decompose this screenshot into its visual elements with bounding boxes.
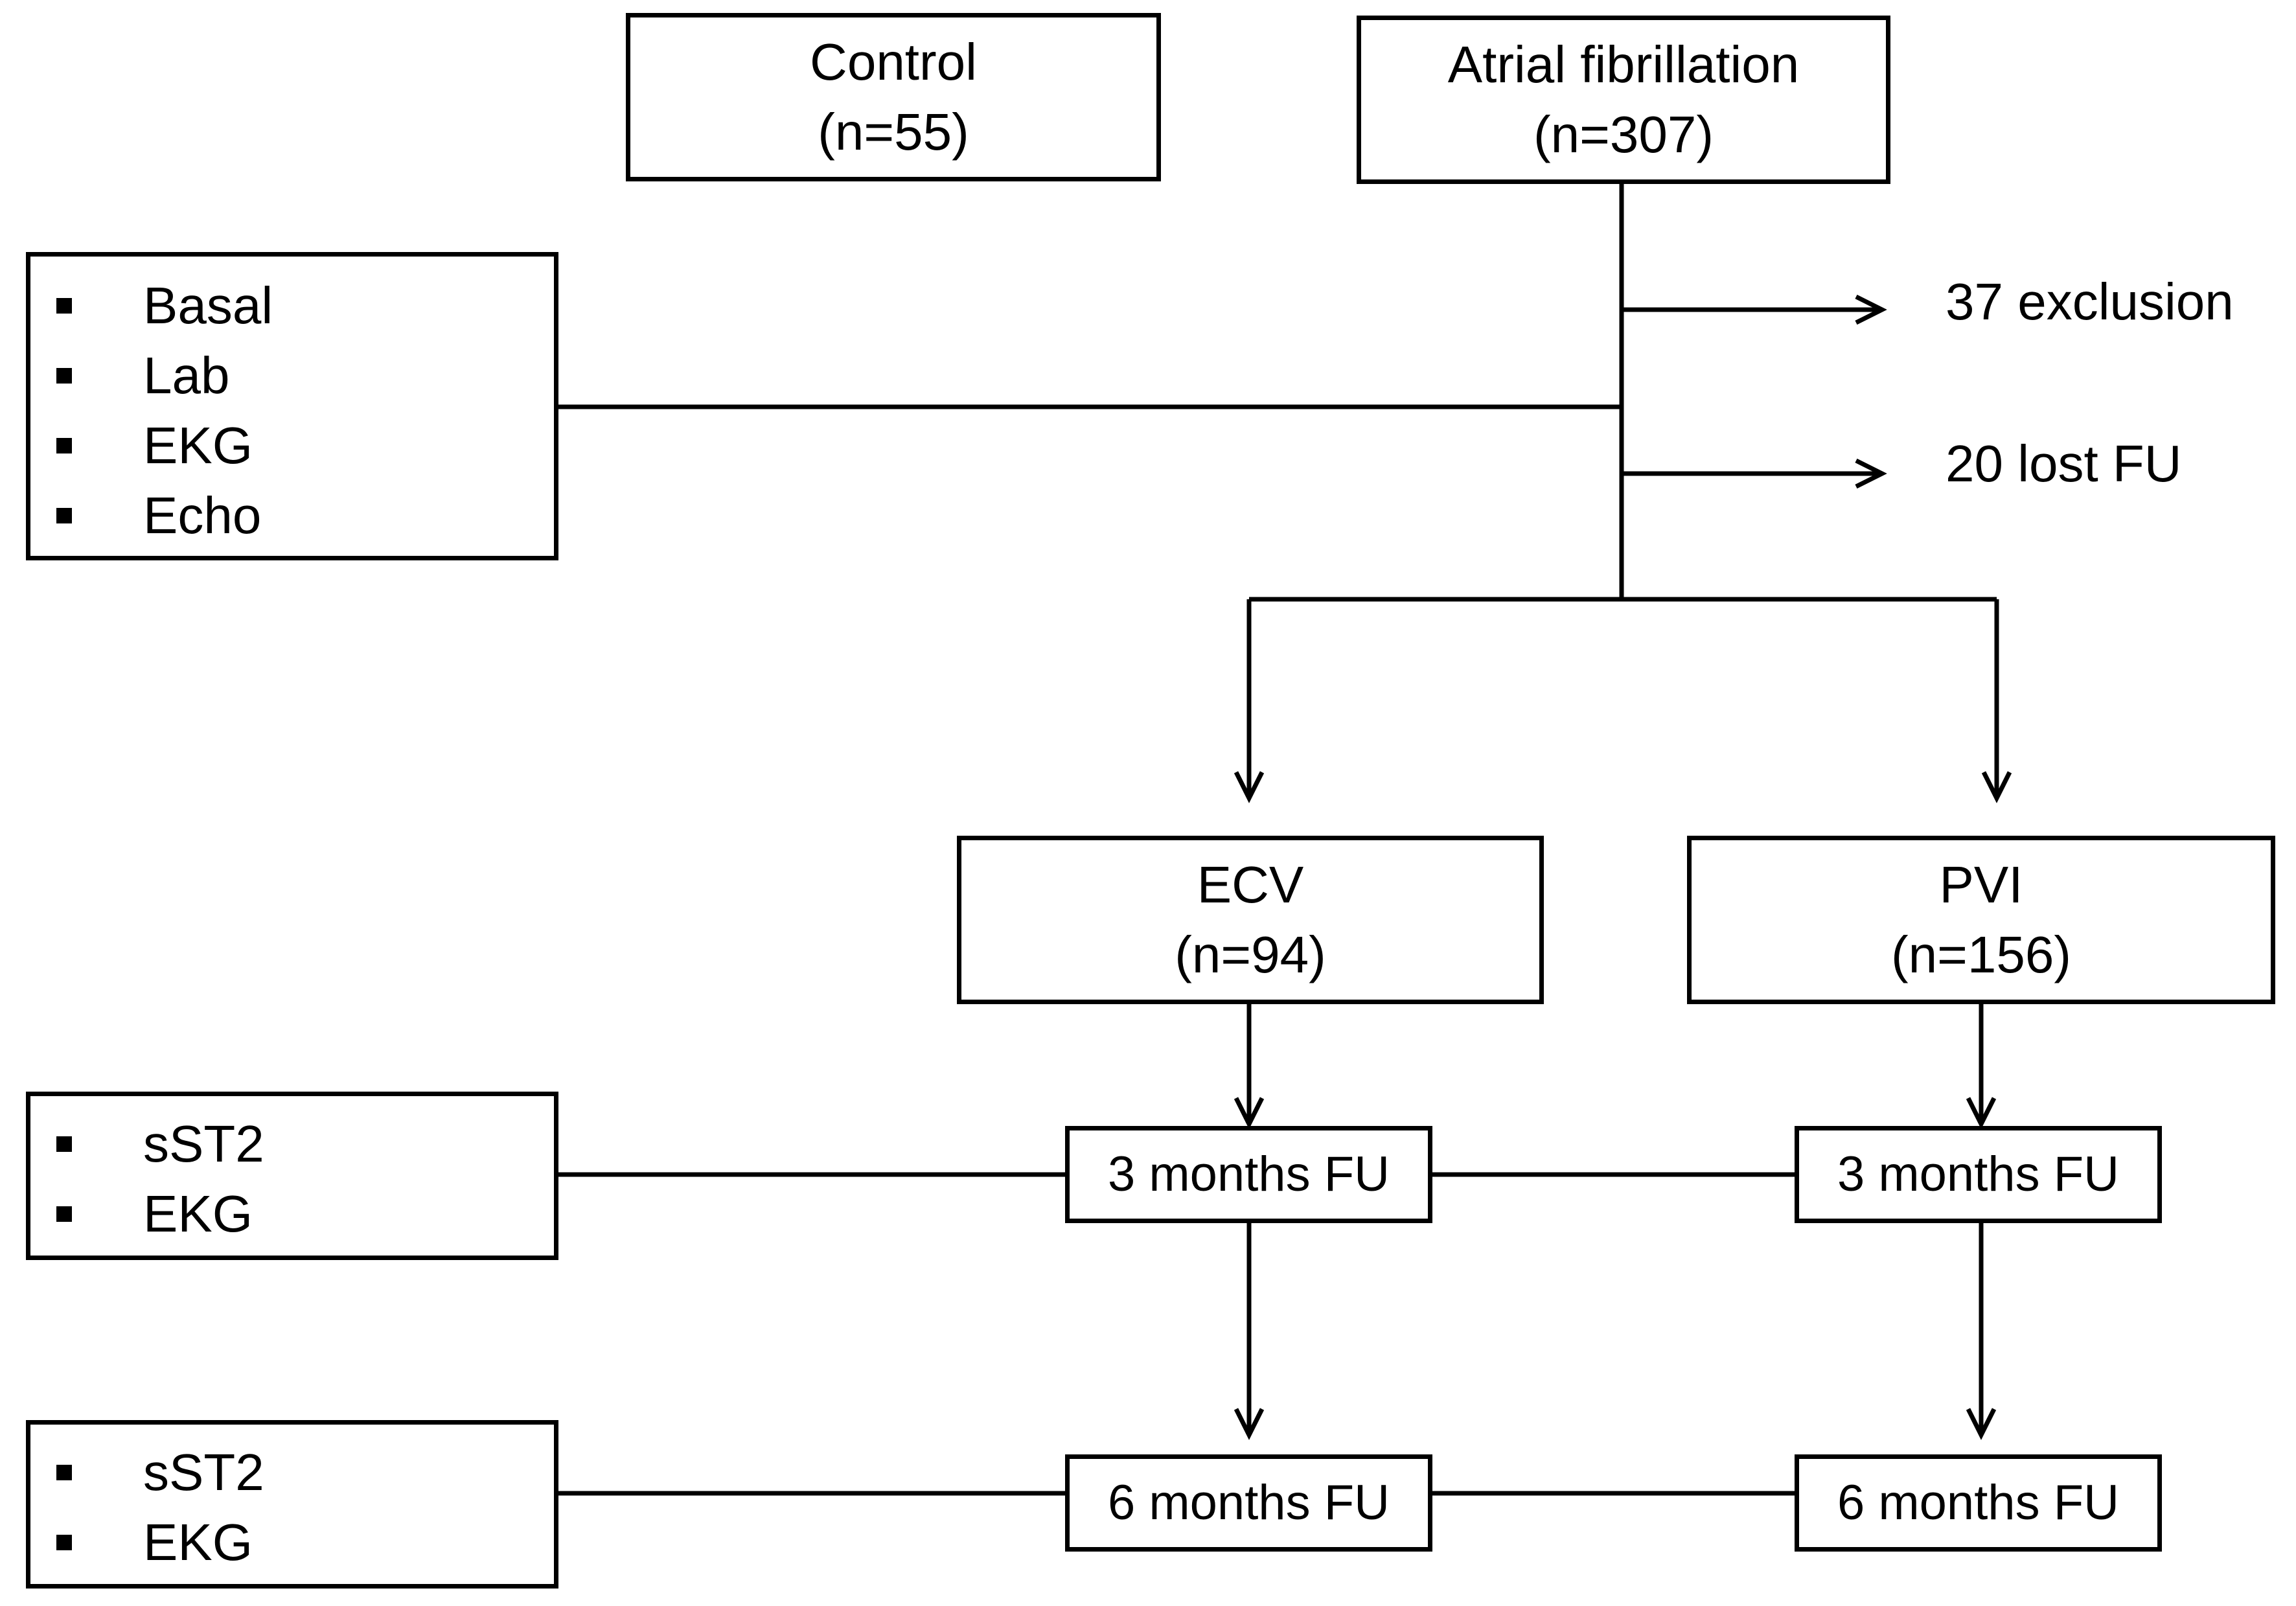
list-item: sST2 <box>56 1438 554 1508</box>
control-count: (n=55) <box>818 103 969 161</box>
fu6-assessment-list: sST2 EKG <box>56 1438 554 1577</box>
list-item: EKG <box>56 1508 554 1577</box>
ecv-box: ECV (n=94) <box>957 836 1544 1004</box>
pvi-fu3-label: 3 months FU <box>1837 1147 2120 1202</box>
baseline-assessment-list: Basal Lab EKG Echo <box>56 271 554 551</box>
ecv-fu3-label: 3 months FU <box>1107 1147 1390 1202</box>
fu6-assessment-box: sST2 EKG <box>26 1420 558 1589</box>
exclusion-arrowhead <box>1855 294 1887 325</box>
square-bullet-icon <box>56 1535 72 1550</box>
exclusion-label: 37 exclusion <box>1946 273 2234 330</box>
baseline-assessment-box: Basal Lab EKG Echo <box>26 252 558 560</box>
pvi-to-fu3-arrowhead <box>1966 1097 1997 1129</box>
ecv-fu6-label: 6 months FU <box>1107 1475 1390 1530</box>
square-bullet-icon <box>56 1206 72 1222</box>
list-item: EKG <box>56 411 554 481</box>
square-bullet-icon <box>56 438 72 453</box>
ecv-title: ECV <box>1197 856 1304 913</box>
ecv-count: (n=94) <box>1175 926 1326 983</box>
split-ecv-arrowhead <box>1234 771 1265 803</box>
fu3-assessment-list: sST2 EKG <box>56 1109 554 1249</box>
ecv-fu6-box: 6 months FU <box>1065 1454 1432 1552</box>
pvi-box: PVI (n=156) <box>1687 836 2275 1004</box>
pvi-title: PVI <box>1939 856 2023 913</box>
square-bullet-icon <box>56 508 72 523</box>
list-item: sST2 <box>56 1109 554 1179</box>
square-bullet-icon <box>56 1465 72 1480</box>
ecv-fu3-box: 3 months FU <box>1065 1126 1432 1223</box>
ecv-to-fu3-arrowhead <box>1234 1097 1265 1129</box>
atrial-fibrillation-box: Atrial fibrillation (n=307) <box>1357 16 1890 184</box>
fu3-assessment-box: sST2 EKG <box>26 1092 558 1260</box>
ecv-fu3-to-fu6-arrowhead <box>1234 1408 1265 1440</box>
pvi-fu6-label: 6 months FU <box>1837 1475 2120 1530</box>
list-item: Basal <box>56 271 554 341</box>
pvi-count: (n=156) <box>1891 926 2071 983</box>
atrial-fibrillation-count: (n=307) <box>1533 106 1714 163</box>
lost-fu-arrowhead <box>1855 458 1887 489</box>
square-bullet-icon <box>56 298 72 314</box>
square-bullet-icon <box>56 1136 72 1152</box>
pvi-fu6-box: 6 months FU <box>1795 1454 2162 1552</box>
lost-fu-label: 20 lost FU <box>1946 435 2182 492</box>
pvi-fu3-to-fu6-arrowhead <box>1966 1408 1997 1440</box>
pvi-fu3-box: 3 months FU <box>1795 1126 2162 1223</box>
square-bullet-icon <box>56 368 72 384</box>
control-box: Control (n=55) <box>626 13 1161 181</box>
atrial-fibrillation-title: Atrial fibrillation <box>1447 36 1800 93</box>
list-item: EKG <box>56 1179 554 1249</box>
split-pvi-arrowhead <box>1981 771 2012 803</box>
list-item: Lab <box>56 341 554 411</box>
control-title: Control <box>810 33 977 91</box>
list-item: Echo <box>56 481 554 551</box>
